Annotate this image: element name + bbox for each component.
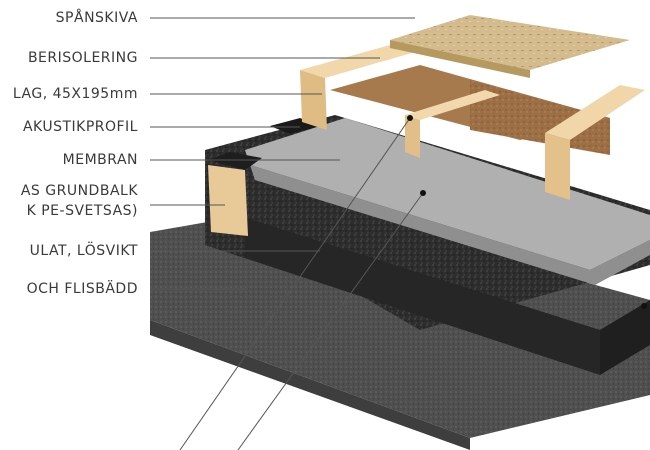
gravel-block-front	[205, 205, 600, 375]
label-chipboard: SPÅNSKIVA	[55, 10, 138, 26]
label-joists: LAG, 45X195mm	[12, 86, 138, 102]
leader-diag-2	[237, 192, 424, 450]
foundation-beam-front	[208, 165, 248, 236]
chipboard-top	[390, 15, 630, 70]
leader-dot-2	[420, 190, 426, 196]
label-loose-granulate: ULAT, LÖSVIKT	[29, 243, 138, 259]
label-acoustic-profile: AKUSTIKPROFIL	[22, 119, 138, 135]
label-gravel-bed: OCH FLISBÄDD	[26, 281, 138, 297]
joist-back	[300, 45, 415, 78]
membrane	[245, 118, 650, 270]
leader-dot-1	[407, 115, 413, 121]
foundation-beam-top	[208, 152, 262, 170]
leader-lines	[150, 17, 424, 450]
gravel-bed-edge	[150, 320, 470, 450]
label-foundation-beam-line2: K PE-SVETSAS)	[26, 203, 138, 219]
joist-mid-top	[405, 90, 500, 120]
joist-right-top	[545, 85, 645, 140]
joist-back-front	[300, 70, 327, 130]
chipboard-edge	[390, 40, 530, 78]
joist-right-front	[545, 133, 570, 200]
label-fiber-insulation: BERISOLERING	[27, 50, 138, 66]
leader-diag-1	[179, 117, 411, 450]
label-foundation-beam-line1: AS GRUNDBALK	[20, 183, 138, 199]
joist-mid-front	[405, 115, 420, 158]
leader-dot-3	[641, 303, 647, 309]
label-membrane: MEMBRAN	[62, 152, 138, 168]
gravel-block-side	[600, 300, 650, 375]
membrane-shade	[250, 165, 650, 285]
